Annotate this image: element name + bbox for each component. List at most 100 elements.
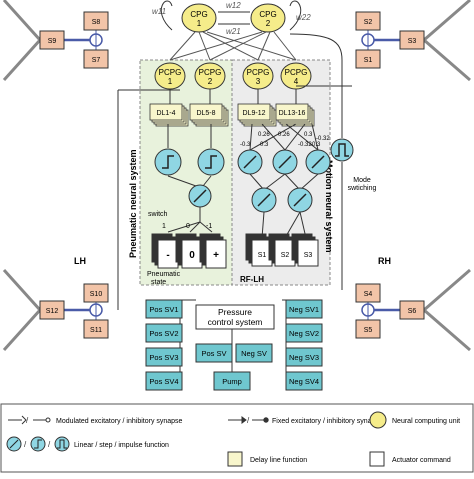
mode-line1: Mode bbox=[353, 177, 371, 184]
pneumatic-state-box-3: + bbox=[199, 233, 227, 269]
pcpg-label-line1: PCPG bbox=[247, 68, 270, 77]
delay-line-4: DL13-16 bbox=[275, 103, 315, 127]
neg-valve-4: Neg SV4 bbox=[285, 371, 323, 391]
delay-line-1: DL1-4 bbox=[149, 103, 189, 127]
valve-label: Neg SV3 bbox=[289, 353, 319, 362]
legend-actuator-icon bbox=[369, 451, 385, 467]
leg-sensor-label: S6 bbox=[408, 308, 417, 315]
leg-sensor-label: S12 bbox=[46, 308, 59, 315]
pneumatic-state-box-1: - bbox=[151, 233, 179, 269]
pcpg-label-line2: 1 bbox=[168, 77, 173, 86]
legend-fixed-icon: / bbox=[228, 416, 269, 425]
pcpg-label-line2: 3 bbox=[256, 77, 261, 86]
cpg2-line1: CPG bbox=[259, 10, 276, 19]
motion-linear-neuron-4 bbox=[251, 187, 277, 213]
valve-label: Neg SV bbox=[241, 349, 267, 358]
pcpg-label-line1: PCPG bbox=[285, 68, 308, 77]
cpg1-line1: CPG bbox=[190, 10, 207, 19]
sensor-label: S3 bbox=[304, 252, 313, 259]
legend-delay-text: Delay line function bbox=[250, 457, 307, 464]
legend-neuron-text: Neural computing unit bbox=[392, 418, 460, 425]
pneumatic-weight: 1 bbox=[162, 223, 166, 230]
valve-label: Pump bbox=[222, 377, 242, 386]
switch-label: switch bbox=[148, 211, 168, 218]
center-neg-valve: Neg SV bbox=[235, 343, 273, 363]
delay-line-2: DL5-8 bbox=[189, 103, 229, 127]
legend-neuron-icon bbox=[369, 411, 387, 429]
pneumatic-weight: -1 bbox=[206, 223, 212, 230]
sensor-label: S1 bbox=[258, 252, 267, 259]
legend-modulated-text: Modulated excitatory / inhibitory synaps… bbox=[56, 418, 183, 425]
leg-sensor-label: S9 bbox=[48, 38, 57, 45]
pressure-line1: Pressure bbox=[218, 307, 252, 317]
pneumatic-links bbox=[167, 124, 213, 233]
leg-sensor-label: S8 bbox=[92, 19, 101, 26]
step-icon bbox=[162, 155, 174, 169]
leg-sensor-label: S4 bbox=[364, 291, 373, 298]
state-box-label: 0 bbox=[189, 250, 195, 261]
pneumatic-state-box-2: 0 bbox=[175, 233, 203, 269]
pneumatic-state-layer: - 0 + bbox=[151, 233, 227, 269]
leg-sensor-label: S7 bbox=[92, 57, 101, 64]
pos-valve-2: Pos SV2 bbox=[145, 323, 183, 343]
svg-text:/: / bbox=[247, 416, 250, 425]
delay-line-3: DL9-12 bbox=[237, 103, 277, 127]
rf-sensor-s2: S2 bbox=[268, 233, 296, 267]
mode-line2: swtiching bbox=[348, 185, 377, 192]
valve-label: Pos SV4 bbox=[149, 377, 178, 386]
rf-lh-label: RF-LH bbox=[240, 275, 264, 284]
valve-label: Pos SV bbox=[201, 349, 226, 358]
sensor-label: S2 bbox=[281, 252, 290, 259]
pcpg-label-line1: PCPG bbox=[199, 68, 222, 77]
valve-label: Pos SV1 bbox=[149, 305, 178, 314]
lh-label: LH bbox=[74, 256, 86, 266]
leg-sensor-label: S1 bbox=[364, 57, 373, 64]
motion-weight: 0.3 bbox=[304, 132, 313, 138]
motion-weight: -0.3 bbox=[310, 142, 321, 148]
svg-text:/: / bbox=[48, 440, 51, 449]
motion-linear-neuron-2 bbox=[272, 149, 298, 175]
valve-label: Pos SV2 bbox=[149, 329, 178, 338]
legend-delay-icon bbox=[227, 451, 243, 467]
motion-weight: -0.3 bbox=[240, 142, 251, 148]
pcpg-label-line1: PCPG bbox=[159, 68, 182, 77]
cpg-loop-link-2 bbox=[289, 0, 302, 31]
motion-system-title: Motion neural system bbox=[324, 160, 334, 253]
pneumatic-state-line2: state bbox=[151, 279, 166, 286]
motion-neuron-layer bbox=[237, 149, 331, 213]
state-box-label: - bbox=[166, 250, 169, 261]
neg-valve-2: Neg SV2 bbox=[285, 323, 323, 343]
motion-weight: 0.26 bbox=[278, 132, 290, 138]
weight-w21: w21 bbox=[226, 27, 241, 36]
pressure-control-box bbox=[195, 304, 275, 330]
pcpg-label-line2: 2 bbox=[208, 77, 213, 86]
center-pos-valve: Pos SV bbox=[195, 343, 233, 363]
valve-label: Neg SV1 bbox=[289, 305, 319, 314]
cpg1-line2: 1 bbox=[197, 19, 202, 28]
valve-label: Neg SV2 bbox=[289, 329, 319, 338]
valve-label: Pos SV3 bbox=[149, 353, 178, 362]
cpg2-line2: 2 bbox=[266, 19, 271, 28]
legend-actuator-text: Actuator command bbox=[392, 457, 451, 464]
leg-sensor-label: S10 bbox=[90, 291, 103, 298]
pneumatic-system-title: Pneumatic neural system bbox=[128, 149, 138, 258]
weight-w12: w12 bbox=[226, 1, 241, 10]
weight-w11: w11 bbox=[152, 7, 166, 16]
leg-sensor-label: S5 bbox=[364, 327, 373, 334]
pcpg-label-line2: 4 bbox=[294, 77, 299, 86]
